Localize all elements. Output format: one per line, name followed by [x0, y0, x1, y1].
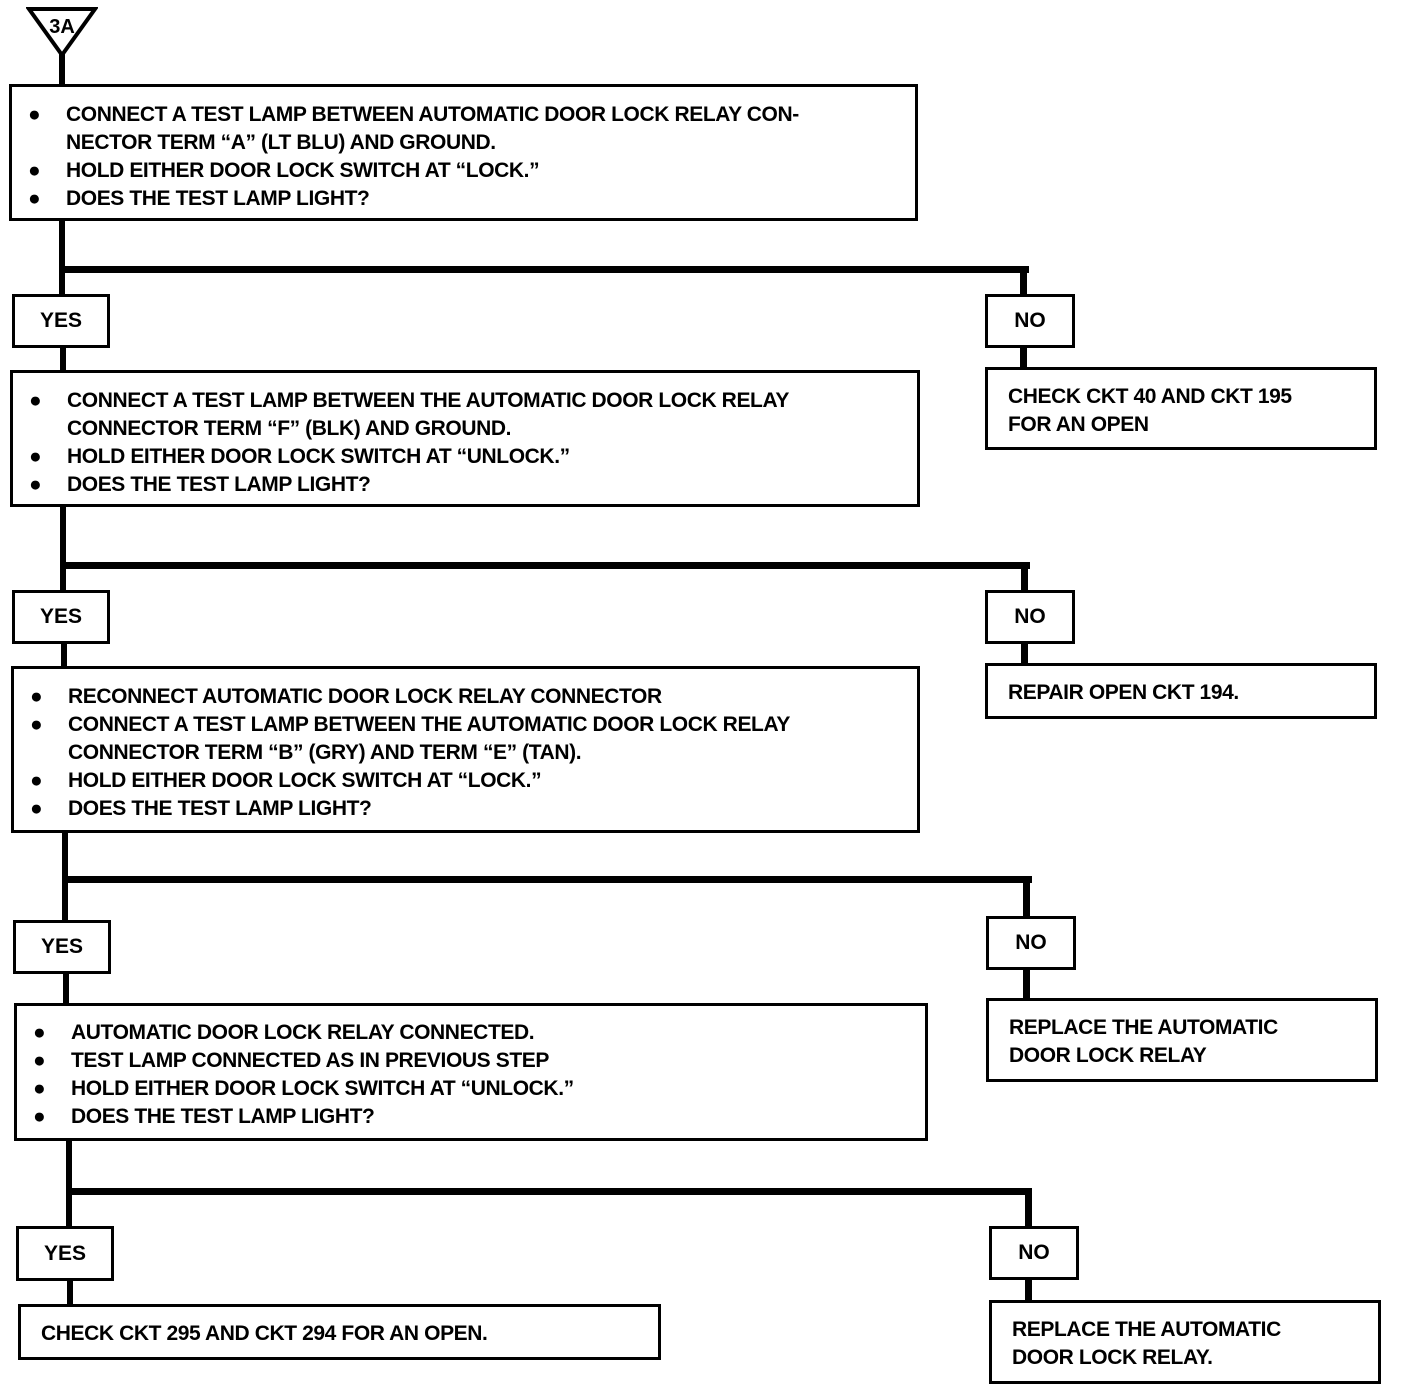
bullet-icon: ● — [28, 103, 41, 126]
step-item: ●HOLD EITHER DOOR LOCK SWITCH AT “LOCK.” — [28, 157, 895, 185]
no-label: NO — [986, 916, 1076, 970]
result-box-no-4: REPLACE THE AUTOMATIC DOOR LOCK RELAY. — [989, 1300, 1381, 1384]
yes-label: YES — [12, 294, 110, 348]
step-item: ●AUTOMATIC DOOR LOCK RELAY CONNECTED. — [33, 1019, 905, 1047]
result-box-no-1: CHECK CKT 40 AND CKT 195 FOR AN OPEN — [985, 367, 1377, 450]
step-item: ●DOES THE TEST LAMP LIGHT? — [29, 471, 897, 499]
connector-line — [1021, 562, 1028, 592]
step-item: ●HOLD EITHER DOOR LOCK SWITCH AT “UNLOCK… — [29, 443, 897, 471]
bullet-icon: ● — [33, 1105, 46, 1128]
bullet-icon: ● — [30, 797, 43, 820]
step-item: ●CONNECT A TEST LAMP BETWEEN THE AUTOMAT… — [29, 389, 789, 440]
connector-line — [1023, 968, 1030, 1000]
connector-line — [66, 1140, 72, 1228]
connector-line — [59, 54, 65, 86]
step-item: ●DOES THE TEST LAMP LIGHT? — [28, 185, 895, 213]
step-item: ●RECONNECT AUTOMATIC DOOR LOCK RELAY CON… — [30, 683, 897, 711]
step-box-2: ●CONNECT A TEST LAMP BETWEEN THE AUTOMAT… — [10, 370, 920, 507]
bullet-icon: ● — [28, 159, 41, 182]
step-box-3: ●RECONNECT AUTOMATIC DOOR LOCK RELAY CON… — [11, 666, 920, 833]
connector-line — [60, 506, 66, 592]
result-text: REPLACE THE AUTOMATIC DOOR LOCK RELAY. — [1012, 1318, 1281, 1369]
result-box-no-2: REPAIR OPEN CKT 194. — [985, 663, 1377, 719]
bullet-icon: ● — [33, 1077, 46, 1100]
step-item: ●CONNECT A TEST LAMP BETWEEN AUTOMATIC D… — [28, 103, 799, 154]
branch-line — [59, 266, 1029, 273]
start-marker-label: 3A — [49, 16, 75, 38]
connector-line — [1025, 1188, 1032, 1226]
bullet-icon: ● — [28, 187, 41, 210]
connector-line — [1023, 876, 1030, 922]
connector-line — [60, 347, 66, 373]
result-text: CHECK CKT 295 AND CKT 294 FOR AN OPEN. — [41, 1322, 488, 1345]
bullet-icon: ● — [30, 769, 43, 792]
bullet-icon: ● — [33, 1049, 46, 1072]
result-box-yes-final: CHECK CKT 295 AND CKT 294 FOR AN OPEN. — [18, 1304, 661, 1360]
connector-line — [59, 220, 65, 296]
step-item: ●HOLD EITHER DOOR LOCK SWITCH AT “LOCK.” — [30, 767, 897, 795]
step-box-4: ●AUTOMATIC DOOR LOCK RELAY CONNECTED. ●T… — [14, 1003, 928, 1141]
yes-label: YES — [16, 1226, 114, 1281]
connector-line — [1020, 266, 1027, 296]
branch-line — [62, 876, 1032, 883]
start-marker: 3A — [26, 7, 98, 58]
step-item: ●DOES THE TEST LAMP LIGHT? — [30, 795, 897, 823]
bullet-icon: ● — [33, 1021, 46, 1044]
bullet-icon: ● — [29, 389, 42, 412]
connector-line — [1021, 643, 1028, 665]
result-text: REPAIR OPEN CKT 194. — [1008, 681, 1239, 704]
branch-line — [66, 1188, 1032, 1195]
connector-line — [1020, 347, 1027, 369]
step-item: ●CONNECT A TEST LAMP BETWEEN THE AUTOMAT… — [30, 713, 790, 764]
no-label: NO — [989, 1226, 1079, 1280]
bullet-icon: ● — [30, 685, 43, 708]
bullet-icon: ● — [30, 713, 43, 736]
step-box-1: ●CONNECT A TEST LAMP BETWEEN AUTOMATIC D… — [9, 84, 918, 221]
connector-line — [1025, 1278, 1032, 1304]
no-label: NO — [985, 590, 1075, 644]
bullet-icon: ● — [29, 445, 42, 468]
connector-line — [63, 972, 69, 1005]
connector-line — [61, 643, 67, 669]
result-text: REPLACE THE AUTOMATIC DOOR LOCK RELAY — [1009, 1016, 1278, 1067]
connector-line — [67, 1280, 73, 1308]
no-label: NO — [985, 294, 1075, 348]
step-item: ●HOLD EITHER DOOR LOCK SWITCH AT “UNLOCK… — [33, 1075, 905, 1103]
step-item: ●TEST LAMP CONNECTED AS IN PREVIOUS STEP — [33, 1047, 905, 1075]
branch-line — [60, 562, 1030, 569]
bullet-icon: ● — [29, 473, 42, 496]
yes-label: YES — [12, 590, 110, 644]
yes-label: YES — [13, 920, 111, 974]
step-item: ●DOES THE TEST LAMP LIGHT? — [33, 1103, 905, 1131]
result-box-no-3: REPLACE THE AUTOMATIC DOOR LOCK RELAY — [986, 998, 1378, 1082]
result-text: CHECK CKT 40 AND CKT 195 FOR AN OPEN — [1008, 385, 1292, 436]
